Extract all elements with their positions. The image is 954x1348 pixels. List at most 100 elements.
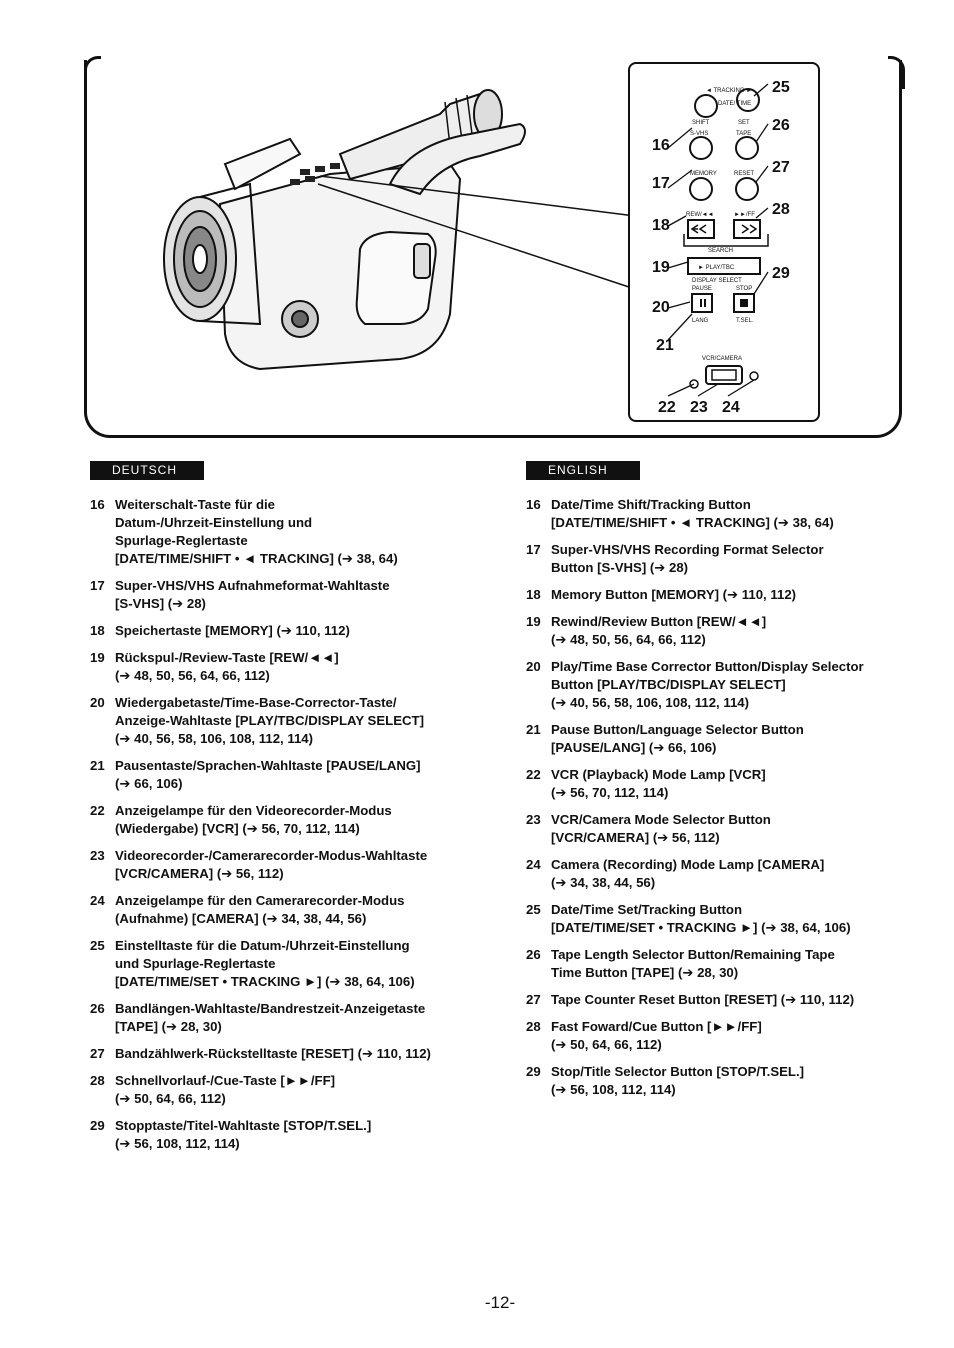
panel-label-lang: LANG xyxy=(692,318,709,324)
item-text-line: Play/Time Base Corrector Button/Display … xyxy=(551,659,864,674)
item-text-line: Rückspul-/Review-Taste [REW/◄◄] xyxy=(115,650,339,665)
item-number: 22 xyxy=(90,803,105,818)
item-text-line: Rewind/Review Button [REW/◄◄] xyxy=(551,614,767,629)
callout-24: 24 xyxy=(722,399,740,416)
tape-button[interactable] xyxy=(735,136,759,160)
item-text-line: Videorecorder-/Camerarecorder-Modus-Wahl… xyxy=(115,848,428,863)
item-text-line: Wiedergabetaste/Time-Base-Corrector-Tast… xyxy=(115,695,397,710)
play-tbc-button[interactable] xyxy=(687,257,761,275)
svhs-button[interactable] xyxy=(689,136,713,160)
item-text-line: Bandlängen-Wahltaste/Bandrestzeit-Anzeig… xyxy=(115,1001,426,1016)
rew-button[interactable] xyxy=(687,219,715,239)
panel-label-display-select: DISPLAY SELECT xyxy=(692,278,742,284)
item-text-line: VCR/Camera Mode Selector Button xyxy=(551,812,771,827)
item-number: 18 xyxy=(526,587,541,602)
callout-23: 23 xyxy=(690,399,708,416)
button-panel-diagram: ◄ TRACKING ► DATE/ TIME SHIFT SET S-VHS … xyxy=(652,79,790,416)
panel-label-tracking: ◄ TRACKING ► xyxy=(706,88,752,94)
item-text-line: Date/Time Set/Tracking Button xyxy=(551,902,743,917)
callout-25: 25 xyxy=(772,79,790,96)
item-text-line: [TAPE] (➔ 28, 30) xyxy=(115,1019,222,1034)
stop-button[interactable] xyxy=(733,293,755,313)
list-item: 23 Videorecorder-/Camerarecorder-Modus-Wa… xyxy=(90,847,480,883)
item-text-line: Spurlage-Reglertaste xyxy=(115,533,248,548)
english-header: ENGLISH xyxy=(526,461,640,480)
item-text-line: Stopptaste/Titel-Wahltaste [STOP/T.SEL.] xyxy=(115,1118,372,1133)
panel-label-tape: TAPE xyxy=(736,131,751,137)
list-item: 22 Anzeigelampe für den Videorecorder-Mod… xyxy=(90,802,480,838)
shift-button[interactable] xyxy=(694,94,718,118)
list-item: 19 Rewind/Review Button [REW/◄◄] (➔ 48, 50… xyxy=(526,613,916,649)
item-number: 20 xyxy=(90,695,105,710)
callout-19: 19 xyxy=(652,259,670,276)
item-text-line: Bandzählwerk-Rückstelltaste [RESET] (➔ 1… xyxy=(115,1046,431,1061)
item-text-line: (Aufnahme) [CAMERA] (➔ 34, 38, 44, 56) xyxy=(115,911,367,926)
item-text-line: [VCR/CAMERA] (➔ 56, 112) xyxy=(115,866,284,881)
panel-label-svhs: S-VHS xyxy=(690,131,708,137)
panel-label-search: SEARCH xyxy=(708,248,733,254)
callout-29: 29 xyxy=(772,265,790,282)
item-text-line: [DATE/TIME/SHIFT • ◄ TRACKING] (➔ 38, 64… xyxy=(551,515,834,530)
item-text-line: Super-VHS/VHS Recording Format Selector xyxy=(551,542,824,557)
item-number: 21 xyxy=(526,722,541,737)
item-text-line: Button [PLAY/TBC/DISPLAY SELECT] xyxy=(551,677,786,692)
panel-label-vcr-camera: VCR/CAMERA xyxy=(702,356,742,362)
item-text-line: Anzeigelampe für den Videorecorder-Modus xyxy=(115,803,392,818)
vcr-lamp xyxy=(689,379,699,389)
camera-lamp xyxy=(749,371,759,381)
frame-corner-right xyxy=(888,56,905,89)
vcr-camera-button[interactable] xyxy=(705,365,743,385)
item-number: 25 xyxy=(90,938,105,953)
item-text-line: (➔ 48, 50, 56, 64, 66, 112) xyxy=(551,632,706,647)
callout-21: 21 xyxy=(656,337,674,354)
item-number: 18 xyxy=(90,623,105,638)
reset-button[interactable] xyxy=(735,177,759,201)
callout-22: 22 xyxy=(658,399,676,416)
item-text-line: Schnellvorlauf-/Cue-Taste [►►/FF] xyxy=(115,1073,336,1088)
item-text-line: (➔ 66, 106) xyxy=(115,776,183,791)
item-text-line: (➔ 40, 56, 58, 106, 108, 112, 114) xyxy=(551,695,750,710)
ff-button[interactable] xyxy=(733,219,761,239)
item-number: 24 xyxy=(90,893,105,908)
item-number: 21 xyxy=(90,758,105,773)
item-number: 29 xyxy=(90,1118,105,1133)
callout-27: 27 xyxy=(772,159,790,176)
item-number: 26 xyxy=(526,947,541,962)
panel-label-date-time: DATE/ TIME xyxy=(718,101,751,107)
item-number: 19 xyxy=(526,614,541,629)
item-text-line: Tape Length Selector Button/Remaining Ta… xyxy=(551,947,835,962)
camcorder-illustration xyxy=(163,89,636,371)
item-text-line: Stop/Title Selector Button [STOP/T.SEL.] xyxy=(551,1064,805,1079)
callout-17: 17 xyxy=(652,175,670,192)
item-text-line: (➔ 48, 50, 56, 64, 66, 112) xyxy=(115,668,270,683)
item-number: 23 xyxy=(526,812,541,827)
item-text-line: Weiterschalt-Taste für die xyxy=(115,497,276,512)
panel-label-play-tbc: ► PLAY/TBC xyxy=(698,265,735,271)
item-number: 25 xyxy=(526,902,541,917)
deutsch-header: DEUTSCH xyxy=(90,461,204,480)
set-button[interactable] xyxy=(736,88,760,112)
item-number: 16 xyxy=(526,497,541,512)
item-text-line: Anzeige-Wahltaste [PLAY/TBC/DISPLAY SELE… xyxy=(115,713,424,728)
callout-18: 18 xyxy=(652,217,670,234)
memory-button[interactable] xyxy=(689,177,713,201)
figure-frame xyxy=(84,60,902,438)
item-text-line: Datum-/Uhrzeit-Einstellung und xyxy=(115,515,313,530)
panel-label-memory: MEMORY xyxy=(690,171,717,177)
list-item: 20 Wiedergabetaste/Time-Base-Corrector-Ta… xyxy=(90,694,480,748)
frame-corner-left xyxy=(84,56,101,89)
item-text-line: Super-VHS/VHS Aufnahmeformat-Wahltaste xyxy=(115,578,390,593)
item-text-line: Speichertaste [MEMORY] (➔ 110, 112) xyxy=(115,623,350,638)
panel-label-shift: SHIFT xyxy=(692,120,710,126)
item-text-line: Pause Button/Language Selector Button xyxy=(551,722,804,737)
pause-button[interactable] xyxy=(691,293,713,313)
item-number: 23 xyxy=(90,848,105,863)
